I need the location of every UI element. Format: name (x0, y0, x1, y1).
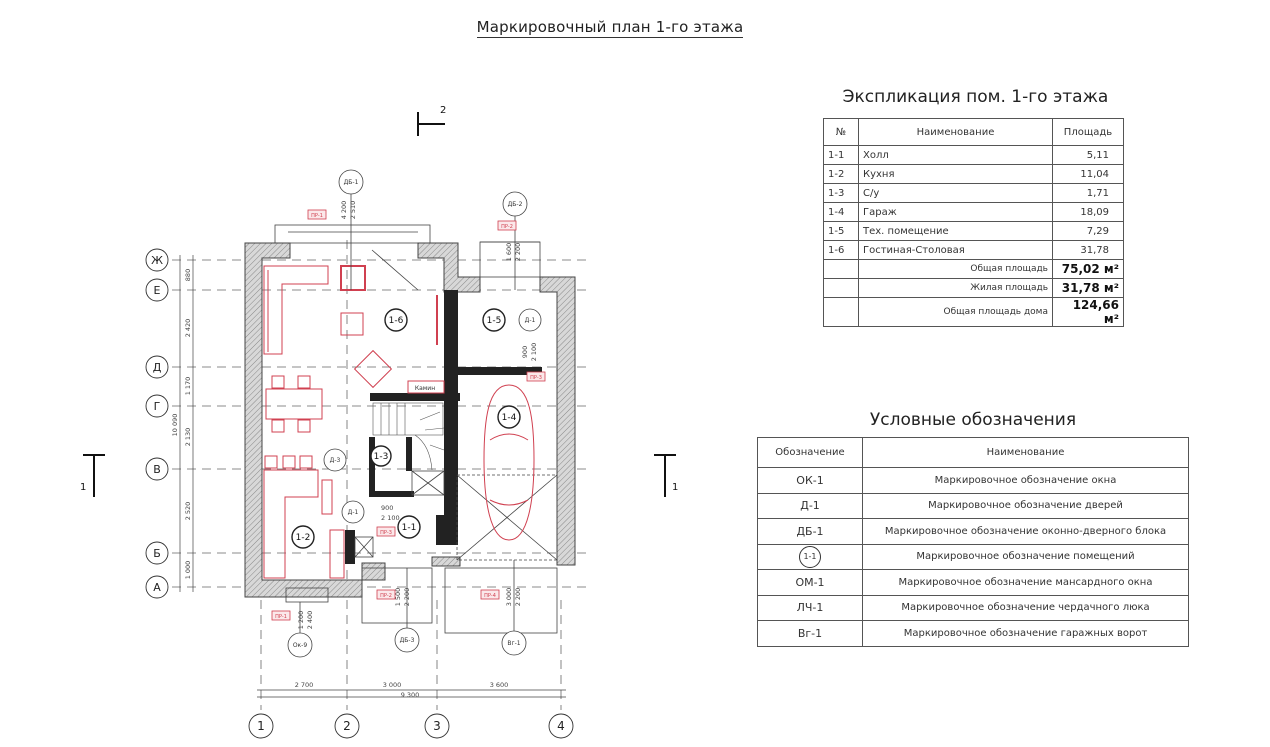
room-markers: 1-6 1-5 1-4 1-3 1-2 1-1 (291, 308, 521, 549)
axis-label: В (153, 463, 161, 476)
svg-text:2 130: 2 130 (184, 428, 192, 447)
grid-axes-letters: Ж Е Д Г В Б А (145, 248, 169, 599)
svg-text:2 200: 2 200 (514, 243, 522, 262)
svg-text:2 420: 2 420 (184, 319, 192, 338)
axis-label: Г (154, 400, 161, 413)
svg-text:Вг-1: Вг-1 (507, 640, 520, 647)
furniture (263, 265, 535, 579)
grid-axes-numbers: 1 2 3 4 (248, 713, 574, 739)
axis-label: Ж (151, 254, 163, 267)
svg-text:2 100: 2 100 (381, 514, 400, 522)
svg-text:1 200: 1 200 (297, 611, 305, 630)
section-mark-left: 1 (80, 482, 86, 493)
axis-label: Д (153, 361, 162, 374)
svg-text:9 300: 9 300 (401, 691, 420, 699)
axis-label: Е (154, 284, 161, 297)
room-label: 1-3 (374, 452, 389, 462)
svg-text:ПР-1: ПР-1 (311, 213, 323, 219)
svg-text:ДБ-2: ДБ-2 (508, 201, 523, 208)
room-label: 1-2 (296, 533, 311, 543)
room-label: 1-4 (502, 413, 517, 423)
svg-text:2 510: 2 510 (349, 201, 357, 220)
svg-text:Д-1: Д-1 (348, 509, 359, 516)
svg-text:ДБ-3: ДБ-3 (400, 637, 415, 644)
axis-label: 2 (343, 719, 351, 733)
svg-text:2 700: 2 700 (295, 681, 314, 689)
exterior-walls (244, 242, 576, 598)
svg-text:3 000: 3 000 (505, 588, 513, 607)
svg-text:Ок-9: Ок-9 (293, 642, 308, 649)
room-label: 1-6 (389, 316, 404, 326)
interior-walls (345, 290, 542, 564)
svg-text:2 100: 2 100 (530, 343, 538, 362)
room-label: 1-5 (487, 316, 502, 326)
svg-text:4 200: 4 200 (340, 201, 348, 220)
svg-text:880: 880 (184, 269, 192, 281)
svg-text:900: 900 (381, 504, 393, 512)
room-marker-symbol: 1-1 (799, 545, 821, 568)
opening-tags: ПР-1 ПР-2 ПР-3 ПР-1 ПР-2 ПР-4 ПР-3 (271, 209, 546, 621)
drawing-title: Маркировочный план 1-го этажа (476, 18, 744, 38)
axis-label: 3 (433, 719, 441, 733)
svg-text:ДБ-1: ДБ-1 (344, 179, 359, 186)
svg-text:1 600: 1 600 (505, 243, 513, 262)
svg-text:ПР-3: ПР-3 (380, 530, 392, 536)
svg-text:ПР-3: ПР-3 (530, 375, 542, 381)
section-marks (83, 112, 676, 497)
svg-text:2 400: 2 400 (306, 611, 314, 630)
svg-text:Д-3: Д-3 (330, 457, 341, 464)
svg-text:10 090: 10 090 (171, 414, 179, 437)
dimension-values: 880 2 420 1 170 2 130 2 520 1 000 10 090… (171, 201, 538, 699)
axis-label: 1 (257, 719, 265, 733)
svg-text:2 200: 2 200 (514, 588, 522, 607)
svg-text:ПР-2: ПР-2 (380, 593, 392, 599)
legend-title: Условные обозначения (869, 410, 1077, 430)
svg-text:1 500: 1 500 (394, 588, 402, 607)
axis-label: 4 (557, 719, 565, 733)
svg-text:Д-1: Д-1 (525, 317, 536, 324)
opening-markers: ДБ-1 ДБ-2 Д-1 Д-3 Д-1 Ок-9 ДБ-3 Вг-1 (287, 169, 542, 658)
svg-text:1 170: 1 170 (184, 377, 192, 396)
svg-text:2 520: 2 520 (184, 502, 192, 521)
svg-text:900: 900 (521, 346, 529, 358)
section-mark-right: 1 (672, 482, 678, 493)
axis-label: Б (153, 547, 161, 560)
svg-text:1 000: 1 000 (184, 561, 192, 580)
svg-text:ПР-2: ПР-2 (501, 224, 513, 230)
fireplace-label: Камин (415, 385, 435, 392)
room-label: 1-1 (402, 523, 417, 533)
section-mark-top: 2 (440, 105, 446, 116)
svg-text:ПР-4: ПР-4 (484, 593, 496, 599)
svg-text:3 600: 3 600 (490, 681, 509, 689)
explication-title: Экспликация пом. 1-го этажа (842, 87, 1109, 107)
svg-text:ПР-1: ПР-1 (275, 614, 287, 620)
dimension-lines (179, 255, 566, 698)
axis-label: А (153, 581, 161, 594)
svg-text:3 000: 3 000 (383, 681, 402, 689)
openings (274, 224, 558, 634)
